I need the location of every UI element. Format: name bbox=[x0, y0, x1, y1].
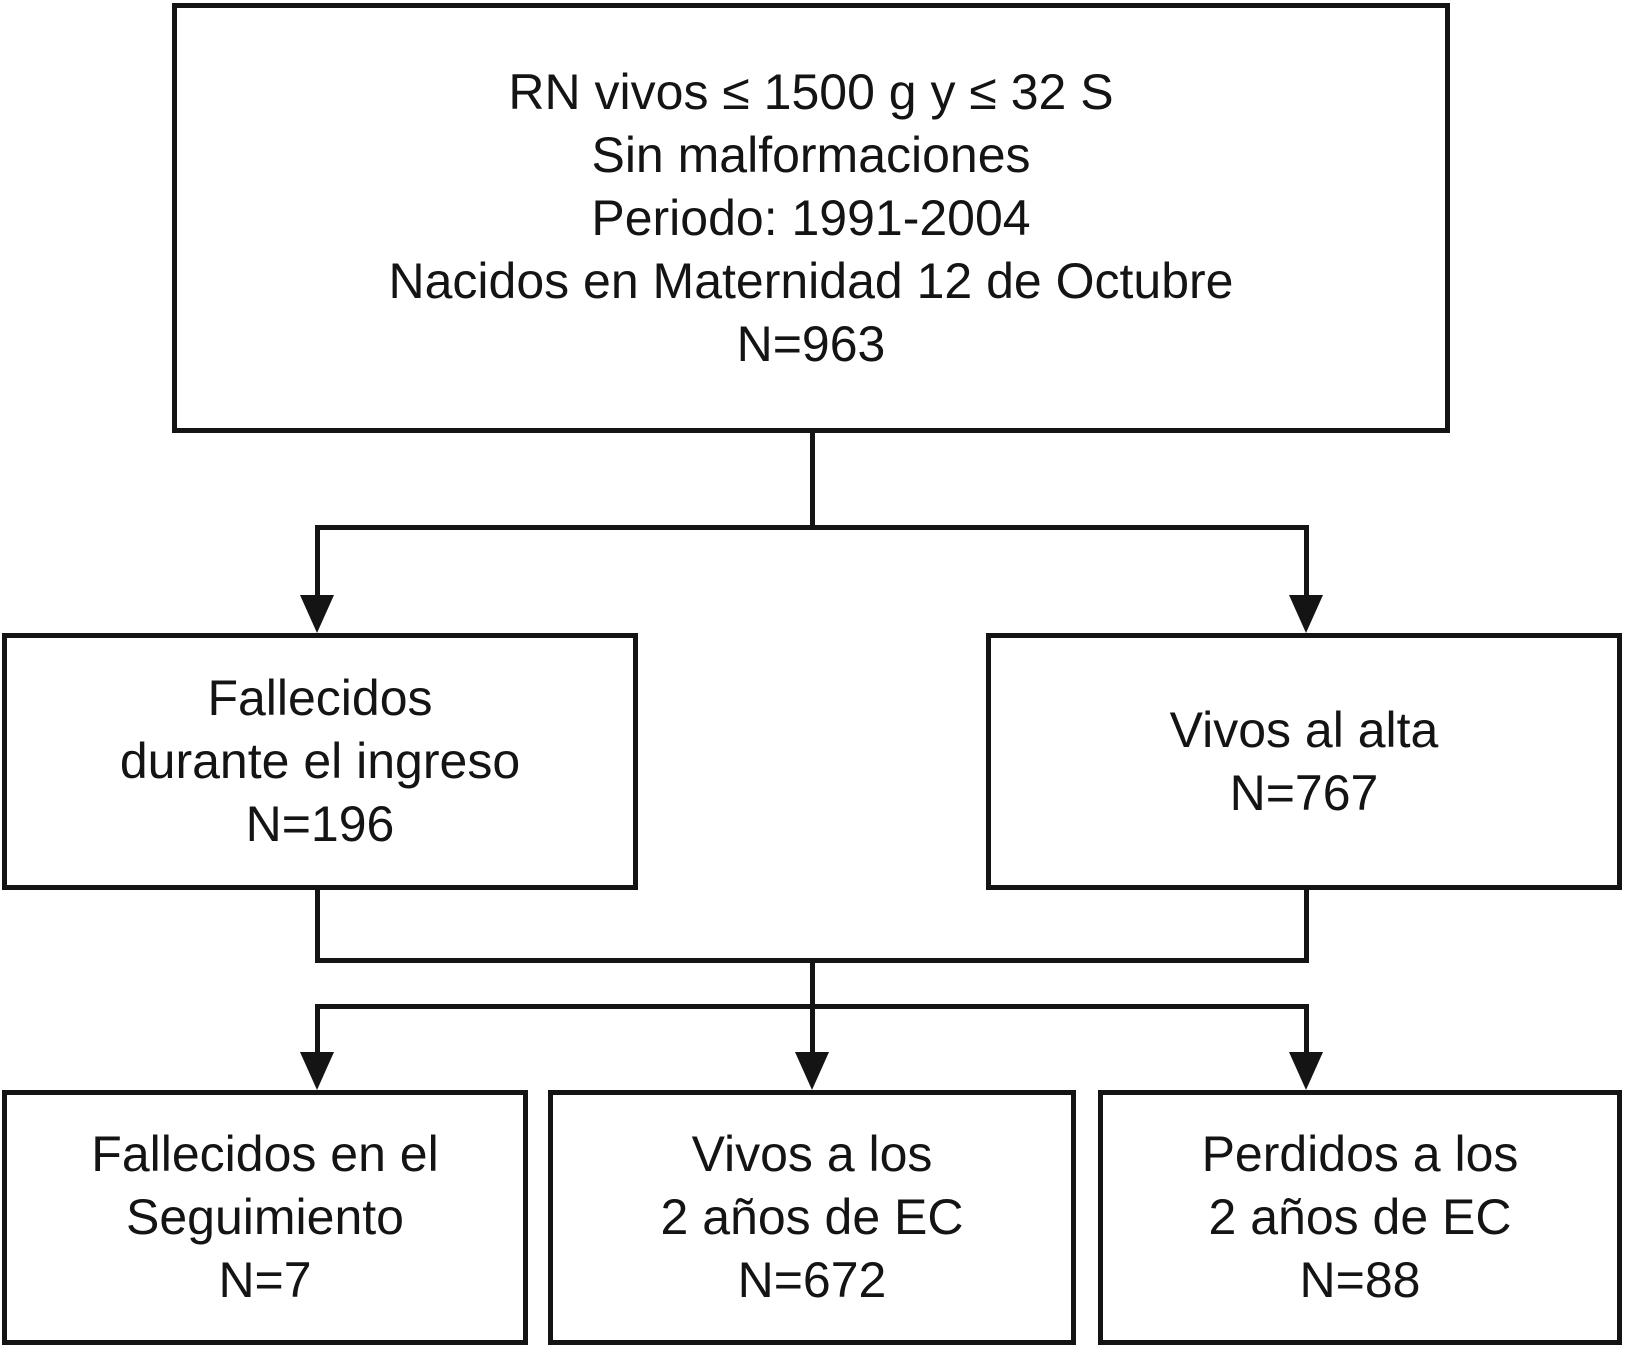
arrowhead-down-icon bbox=[795, 1052, 829, 1090]
arrowhead-down-icon bbox=[300, 595, 334, 633]
edge-bottom-right-shaft bbox=[1304, 1004, 1309, 1054]
node-alive-discharge-line: N=767 bbox=[1229, 764, 1379, 821]
edge-arm-right-shaft bbox=[1304, 525, 1309, 599]
node-deceased-admission-line: N=196 bbox=[245, 796, 395, 852]
edge-top-bus bbox=[315, 525, 1309, 530]
node-alive-2y: Vivos a los 2 años de EC N=672 bbox=[548, 1090, 1076, 1345]
node-root: RN vivos ≤ 1500 g y ≤ 32 S Sin malformac… bbox=[172, 3, 1450, 433]
node-lost-2y-line: N=88 bbox=[1299, 1252, 1421, 1308]
node-root-line: RN vivos ≤ 1500 g y ≤ 32 S bbox=[508, 63, 1114, 120]
edge-stub-left bbox=[315, 886, 320, 963]
edge-bottom-bus bbox=[315, 1004, 1309, 1009]
node-root-line: Nacidos en Maternidad 12 de Octubre bbox=[388, 252, 1234, 309]
node-alive-2y-line: N=672 bbox=[737, 1252, 887, 1308]
node-root-line: N=963 bbox=[736, 315, 886, 372]
node-deceased-admission-line: Fallecidos bbox=[207, 670, 433, 726]
edge-root-stem bbox=[810, 430, 815, 530]
node-alive-2y-line: Vivos a los bbox=[691, 1126, 933, 1182]
node-alive-discharge-line: Vivos al alta bbox=[1169, 701, 1439, 758]
node-deceased-followup-line: N=7 bbox=[218, 1252, 312, 1308]
node-deceased-admission-line: durante el ingreso bbox=[119, 733, 521, 789]
arrowhead-down-icon bbox=[1289, 1052, 1323, 1090]
edge-arm-left-shaft bbox=[315, 525, 320, 599]
arrowhead-down-icon bbox=[300, 1052, 334, 1090]
node-root-line: Periodo: 1991-2004 bbox=[591, 189, 1031, 246]
edge-bottom-left-shaft bbox=[315, 1004, 320, 1054]
node-deceased-followup-line: Seguimiento bbox=[126, 1189, 404, 1245]
node-deceased-admission: Fallecidos durante el ingreso N=196 bbox=[2, 633, 638, 890]
node-alive-2y-line: 2 años de EC bbox=[660, 1189, 964, 1245]
arrowhead-down-icon bbox=[1289, 595, 1323, 633]
node-lost-2y-line: Perdidos a los bbox=[1201, 1126, 1519, 1182]
node-deceased-followup-line: Fallecidos en el bbox=[91, 1126, 439, 1182]
edge-stub-right bbox=[1304, 886, 1309, 963]
node-lost-2y: Perdidos a los 2 años de EC N=88 bbox=[1098, 1090, 1622, 1345]
node-alive-discharge: Vivos al alta N=767 bbox=[986, 633, 1622, 890]
node-lost-2y-line: 2 años de EC bbox=[1208, 1189, 1512, 1245]
node-root-line: Sin malformaciones bbox=[591, 126, 1031, 183]
node-deceased-followup: Fallecidos en el Seguimiento N=7 bbox=[2, 1090, 528, 1345]
